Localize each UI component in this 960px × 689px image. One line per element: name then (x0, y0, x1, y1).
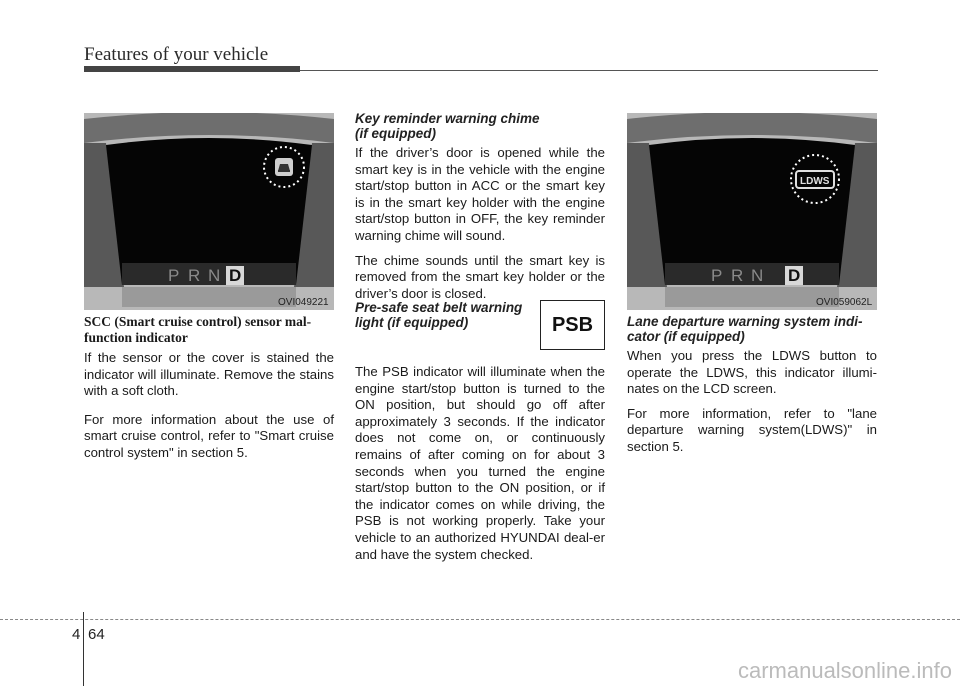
header-bar (84, 66, 300, 72)
scc-heading-line1: SCC (Smart cruise control) sensor mal- (84, 314, 312, 329)
key-reminder-heading-line1: Key reminder warning chime (355, 111, 540, 126)
header-rule (300, 70, 878, 71)
psb-heading-line2: light (if equipped) (355, 315, 469, 330)
footer-dotted-rule (0, 619, 960, 620)
psb-indicator-icon: PSB (540, 300, 605, 350)
figure-code: OVI049221 (278, 297, 329, 308)
column-scc: SCC (Smart cruise control) sensor mal- f… (84, 314, 334, 470)
ldws-heading-line1: Lane departure warning system indi- (627, 314, 863, 329)
footer-divider (83, 612, 84, 686)
scc-heading: SCC (Smart cruise control) sensor mal- f… (84, 314, 334, 346)
key-reminder-heading: Key reminder warning chime (if equipped) (355, 111, 605, 141)
figure-code: OVI059062L (816, 297, 873, 308)
gear-d: D (229, 266, 241, 285)
psb-heading-block: Pre-safe seat belt warning light (if equ… (355, 300, 535, 334)
gear-d: D (788, 266, 800, 285)
scc-paragraph: For more information about the use of sm… (84, 411, 334, 460)
page-header-title: Features of your vehicle (84, 44, 269, 65)
psb-heading-line1: Pre-safe seat belt warning (355, 300, 523, 315)
gear-p: P (711, 266, 722, 285)
cluster-display-illustration: LDWS P R N D (627, 113, 877, 310)
gear-r: R (731, 266, 743, 285)
key-reminder-paragraph: If the driver’s door is opened while the… (355, 145, 605, 243)
psb-body: The PSB indicator will illuminate when t… (355, 364, 605, 571)
gear-n: N (208, 266, 220, 285)
gear-n: N (751, 266, 763, 285)
ldws-paragraph: For more information, refer to "lane dep… (627, 405, 877, 454)
gear-r: R (188, 266, 200, 285)
cluster-display-illustration: P R N D (84, 113, 334, 310)
watermark: carmanualsonline.info (737, 658, 952, 683)
ldws-heading: Lane departure warning system indi- cato… (627, 314, 877, 344)
key-reminder-heading-line2: (if equipped) (355, 126, 436, 141)
gear-p: P (168, 266, 179, 285)
ldws-heading-line2: cator (if equipped) (627, 329, 745, 344)
section-number: 4 (72, 626, 81, 643)
ldws-icon: LDWS (800, 176, 830, 187)
psb-heading: Pre-safe seat belt warning light (if equ… (355, 300, 535, 330)
figure-ldws-indicator: LDWS P R N D OVI059062L (627, 113, 877, 310)
psb-paragraph: The PSB indicator will illuminate when t… (355, 364, 605, 562)
figure-scc-indicator: P R N D OVI049221 (84, 113, 334, 310)
scc-heading-line2: function indicator (84, 330, 188, 345)
scc-paragraph: If the sensor or the cover is stained th… (84, 350, 334, 399)
column-ldws: Lane departure warning system indi- cato… (627, 314, 877, 464)
ldws-paragraph: When you press the LDWS button to operat… (627, 348, 877, 397)
key-reminder-paragraph: The chime sounds until the smart key is … (355, 252, 605, 301)
page-number: 64 (88, 626, 105, 643)
column-key-reminder: Key reminder warning chime (if equipped)… (355, 111, 605, 310)
